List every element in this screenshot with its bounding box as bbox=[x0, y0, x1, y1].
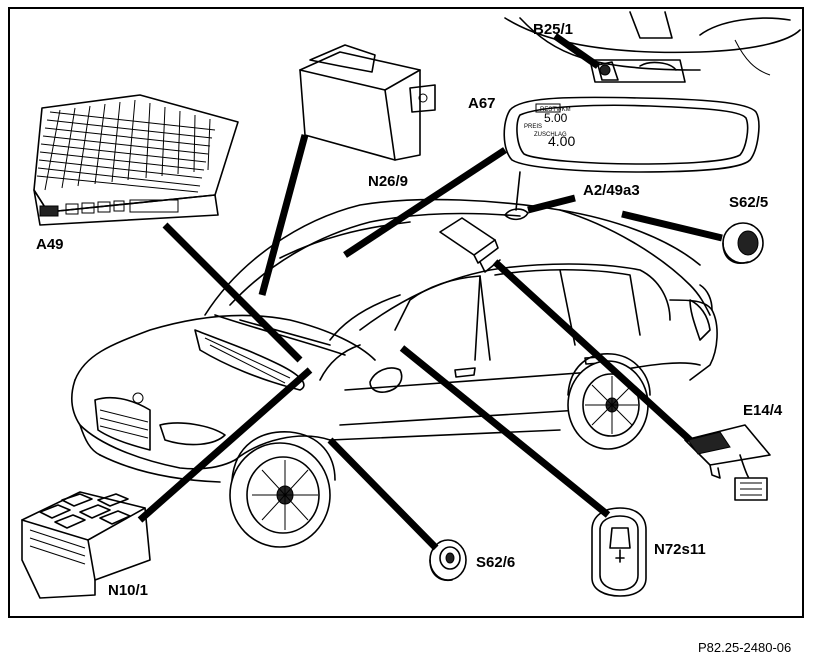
radio-amplifier-a49 bbox=[33, 94, 239, 226]
leader-lines bbox=[137, 33, 723, 551]
leader-s62-5 bbox=[621, 210, 723, 242]
remote-switch-n72s11 bbox=[591, 507, 647, 597]
leader-a2-49a3 bbox=[527, 194, 576, 214]
rearview-mirror-a67: RESTV/KM PREIS ZUSCHLAG bbox=[503, 96, 760, 173]
label-a2-49a3: A2/49a3 bbox=[583, 182, 640, 199]
leader-n10-1 bbox=[137, 367, 313, 523]
svg-text:ZUSCHLAG: ZUSCHLAG bbox=[534, 132, 567, 138]
leader-e14-4 bbox=[492, 259, 693, 443]
label-a67: A67 bbox=[468, 95, 496, 112]
mirror-display-value-2: 4.00 bbox=[548, 133, 576, 149]
light-sensor-b25-1 bbox=[599, 64, 611, 76]
car-body bbox=[70, 198, 718, 483]
leader-n26-9 bbox=[258, 134, 309, 296]
leader-a67 bbox=[343, 147, 507, 258]
antenna-a2-49a3 bbox=[504, 171, 529, 221]
label-s62-5: S62/5 bbox=[729, 194, 769, 211]
taxi-roof-sign bbox=[439, 217, 501, 273]
switch-s62-6 bbox=[429, 539, 467, 582]
mirror-display-value-1: 5.00 bbox=[544, 111, 568, 125]
leader-a49 bbox=[162, 222, 303, 363]
control-unit-n26-9 bbox=[299, 44, 436, 161]
figure-reference-number: P82.25-2480-06 bbox=[698, 640, 792, 655]
front-wheel bbox=[229, 431, 336, 548]
label-e14-4: E14/4 bbox=[743, 402, 783, 419]
leader-n72s11 bbox=[399, 345, 611, 518]
label-n26-9: N26/9 bbox=[368, 173, 409, 190]
taxi-sign-e14-4 bbox=[684, 424, 771, 501]
label-n72s11: N72s11 bbox=[654, 541, 706, 558]
label-b25-1: B25/1 bbox=[533, 21, 574, 38]
leader-b25-1 bbox=[552, 33, 601, 69]
svg-text:PREIS: PREIS bbox=[524, 124, 542, 130]
switch-s62-5 bbox=[722, 222, 764, 264]
label-a49: A49 bbox=[36, 236, 64, 253]
svg-text:RESTV/KM: RESTV/KM bbox=[540, 107, 571, 113]
leader-s62-6 bbox=[327, 437, 439, 551]
fuse-relay-box-n10-1 bbox=[21, 491, 151, 599]
label-n10-1: N10/1 bbox=[108, 582, 149, 599]
label-s62-6: S62/6 bbox=[476, 554, 516, 571]
